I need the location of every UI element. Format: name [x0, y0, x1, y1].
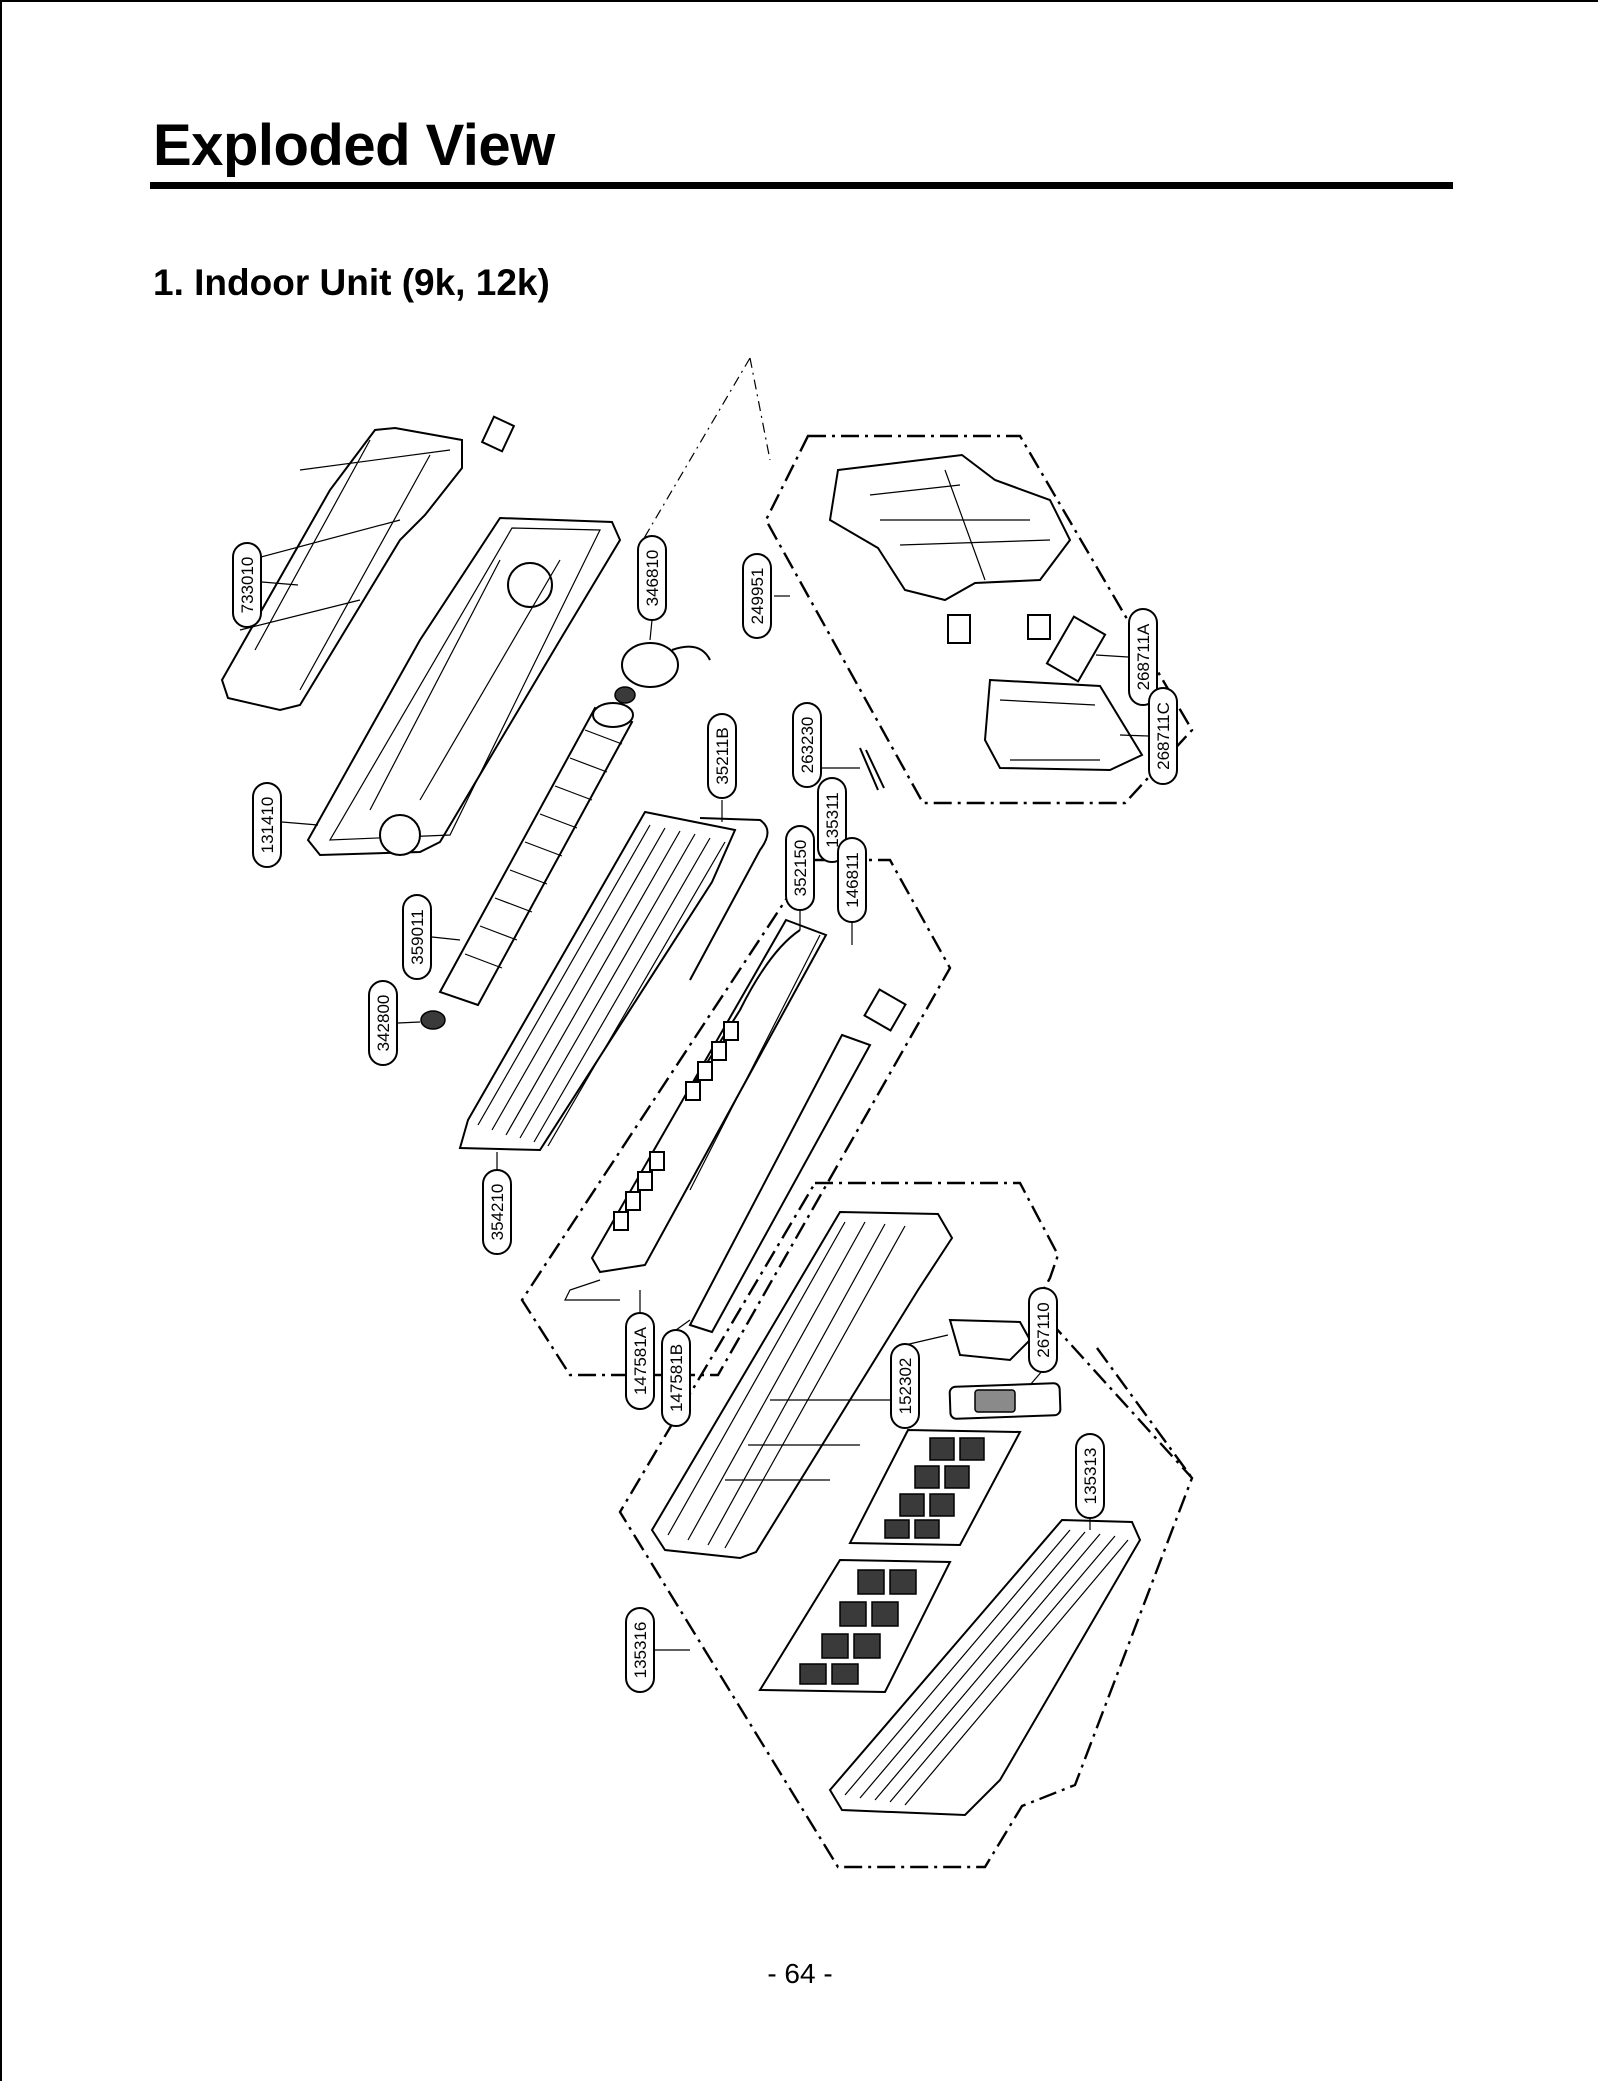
- callout-label: 135311: [823, 792, 842, 847]
- callout-354210: 354210: [482, 1152, 512, 1255]
- callout-label: 352150: [791, 840, 810, 897]
- callout-35211B: 35211B: [707, 713, 737, 822]
- air-filters: [758, 1428, 1022, 1694]
- sensor: [859, 747, 885, 791]
- callout-label: 354210: [488, 1184, 507, 1241]
- outline-drain-assembly: [520, 858, 952, 1377]
- callout-131410: 131410: [252, 782, 319, 868]
- callout-label: 131410: [258, 797, 277, 854]
- callout-147581B: 147581B: [661, 1319, 691, 1427]
- callout-label: 147581A: [631, 1326, 650, 1395]
- remote-control: [948, 1382, 1062, 1420]
- leader-top: [639, 357, 771, 546]
- callout-label: 733010: [238, 557, 257, 614]
- callout-label: 267110: [1034, 1302, 1053, 1357]
- outline-control-box: [764, 434, 1194, 805]
- callout-733010: 733010: [232, 542, 299, 628]
- callout-352150: 352150: [785, 825, 815, 930]
- installation-plate: [220, 415, 516, 712]
- callout-label: 263230: [798, 717, 817, 774]
- cross-flow-fan: [420, 702, 634, 1030]
- front-panel: [828, 1518, 1142, 1817]
- parts: [220, 415, 1144, 1817]
- outline-front-panel: [1096, 1347, 1193, 1479]
- callout-342800: 342800: [368, 980, 421, 1066]
- outline-front-grille: [618, 1181, 1194, 1869]
- filter-holder: [948, 1318, 1032, 1362]
- callout-label: 268711C: [1154, 702, 1173, 770]
- callout-label: 342800: [374, 995, 393, 1052]
- callouts: 733010 131410 346810 249951 268711A 2687…: [232, 535, 1178, 1693]
- callout-label: 135316: [631, 1622, 650, 1679]
- callout-268711A: 268711A: [1095, 608, 1158, 706]
- group-outlines: [520, 357, 1194, 1869]
- callout-267110: 267110: [1028, 1287, 1058, 1386]
- callout-135316: 135316: [625, 1607, 690, 1693]
- evaporator: [458, 810, 769, 1152]
- page-number: - 64 -: [767, 1958, 833, 1989]
- callout-147581A: 147581A: [625, 1290, 655, 1410]
- callout-268711C: 268711C: [1119, 687, 1178, 785]
- callout-label: 359011: [408, 909, 427, 964]
- callout-359011: 359011: [402, 894, 461, 980]
- callout-249951: 249951: [742, 553, 790, 639]
- section-heading: 1. Indoor Unit (9k, 12k): [153, 262, 550, 303]
- callout-label: 249951: [748, 568, 767, 625]
- control-box: [828, 453, 1144, 772]
- chassis: [306, 516, 622, 857]
- callout-label: 147581B: [667, 1344, 686, 1412]
- callout-label: 152302: [896, 1358, 915, 1415]
- callout-152302: 152302: [890, 1334, 949, 1429]
- callout-146811: 146811: [837, 837, 867, 945]
- callout-label: 135313: [1081, 1448, 1100, 1505]
- drain-pan: [564, 918, 907, 1334]
- callout-label: 346810: [643, 550, 662, 607]
- callout-label: 146811: [843, 852, 862, 907]
- callout-263230: 263230: [792, 702, 860, 788]
- callout-label: 268711A: [1134, 623, 1153, 690]
- front-frame: [650, 1210, 954, 1560]
- page-title: Exploded View: [153, 113, 555, 178]
- callout-346810: 346810: [637, 535, 667, 641]
- callout-135313: 135313: [1075, 1433, 1105, 1530]
- callout-label: 35211B: [713, 727, 732, 784]
- title-rule: [150, 182, 1453, 189]
- fan-motor: [614, 642, 711, 704]
